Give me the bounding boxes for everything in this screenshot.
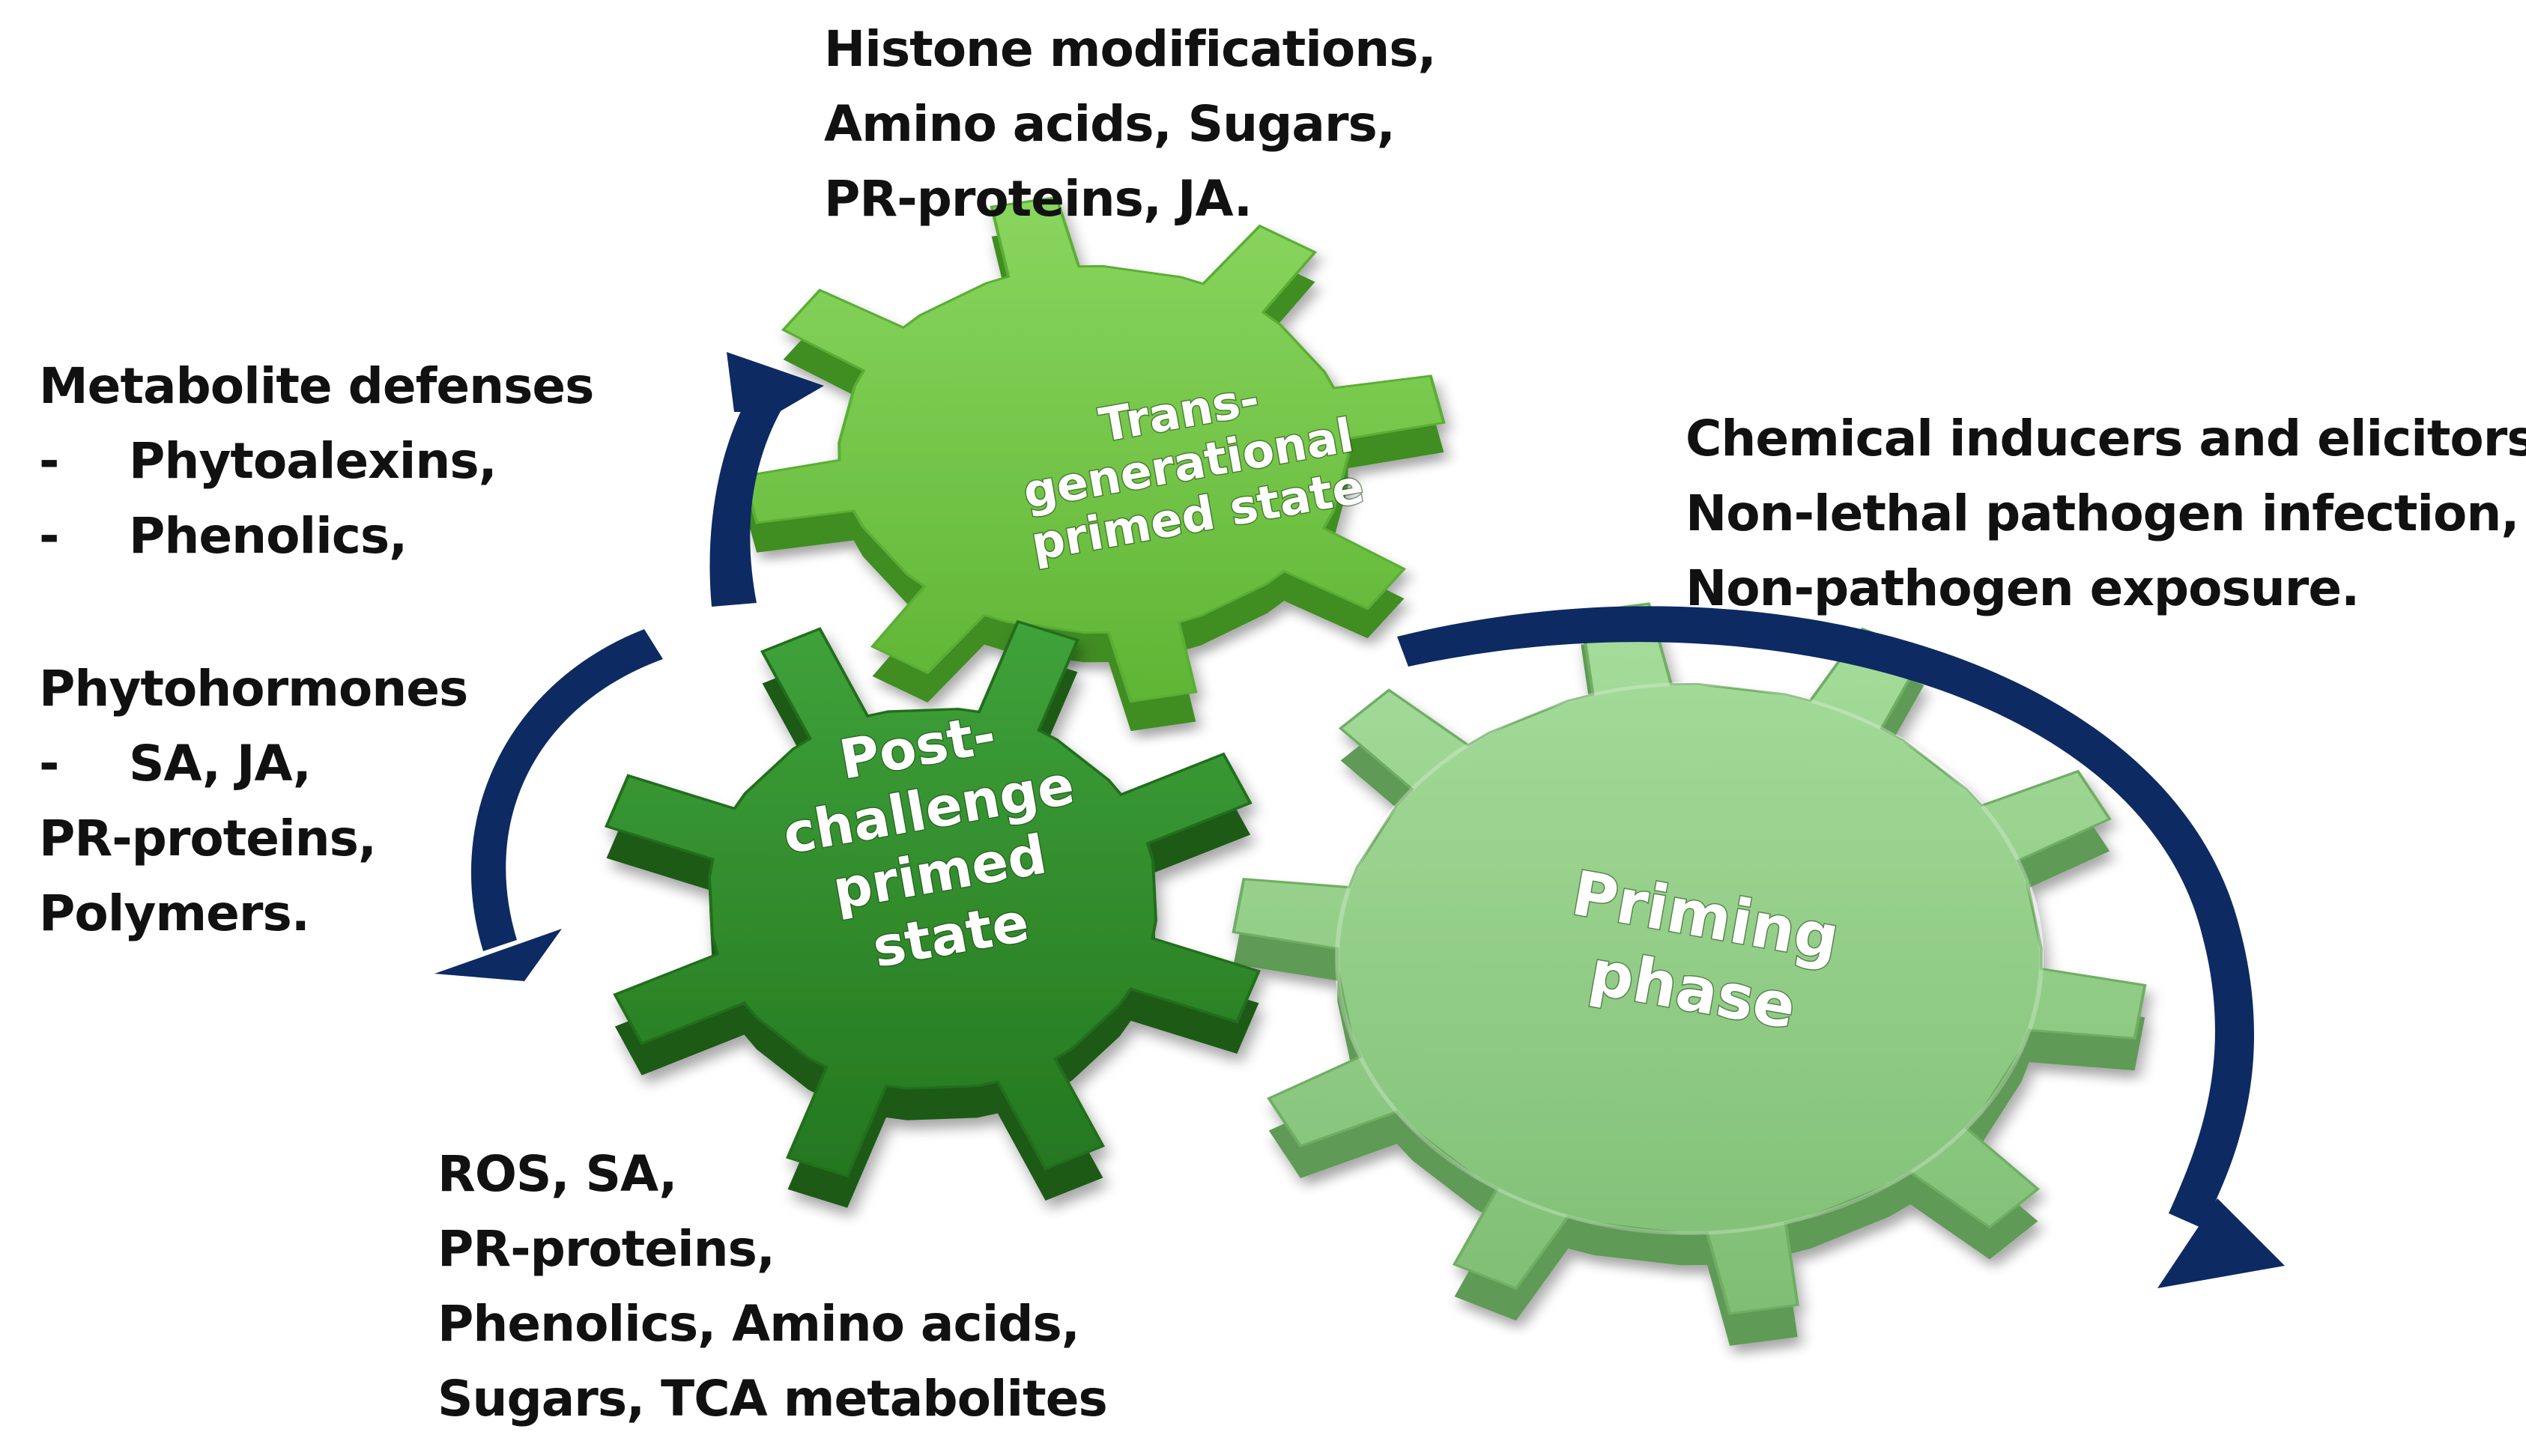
post-gear-face [605, 619, 1261, 1178]
phytohormones-item-text: SA, JA, [129, 735, 312, 792]
svg-text:phase: phase [1584, 937, 1801, 1043]
top-label-line: Histone modifications, [824, 20, 1437, 78]
arrow-left-down [434, 629, 663, 981]
metabolite-heading: Metabolite defenses [39, 357, 594, 415]
bottom-label: ROS, SA, PR-proteins, Phenolics, Amino a… [437, 1137, 1108, 1437]
arrow-right [1397, 606, 2285, 1288]
top-label: Histone modifications, Amino acids, Suga… [824, 12, 1437, 237]
phytohormones-extra: Polymers. [39, 885, 310, 942]
trans-gear-face [742, 195, 1446, 703]
priming-gear [1232, 602, 2147, 1346]
arrow-left-up [709, 352, 824, 607]
top-label-line: PR-proteins, JA. [824, 170, 1253, 228]
phytohormones-label: Phytohormones -SA, JA, PR-proteins, Poly… [39, 652, 468, 951]
metabolite-label: Metabolite defenses -Phytoalexins, -Phen… [39, 349, 594, 574]
phytohormones-item: -SA, JA, [39, 735, 312, 792]
right-label-line: Non-lethal pathogen infection, [1685, 485, 2519, 542]
phytohormones-heading: Phytohormones [39, 660, 468, 718]
bottom-label-line: PR-proteins, [437, 1220, 775, 1278]
priming-label-line: phase [1584, 937, 1801, 1043]
phytohormones-extra: PR-proteins, [39, 810, 377, 867]
trans-gear-label: Trans- generational primed state [1018, 370, 1369, 572]
bottom-label-line: ROS, SA, [437, 1145, 677, 1203]
right-label-line: Non-pathogen exposure. [1685, 559, 2360, 617]
metabolite-item: -Phenolics, [39, 507, 408, 565]
top-label-line: Amino acids, Sugars, [824, 95, 1396, 153]
metabolite-item-text: Phytoalexins, [129, 432, 497, 490]
metabolite-item-text: Phenolics, [129, 507, 408, 565]
post-gear [605, 619, 1261, 1208]
metabolite-item: -Phytoalexins, [39, 432, 497, 490]
right-label: Chemical inducers and elicitors, Non-let… [1685, 401, 2526, 626]
bottom-label-line: Phenolics, Amino acids, [437, 1295, 1080, 1353]
trans-gear [742, 195, 1446, 732]
right-label-line: Chemical inducers and elicitors, [1685, 410, 2526, 467]
bottom-label-line: Sugars, TCA metabolites [437, 1370, 1108, 1428]
